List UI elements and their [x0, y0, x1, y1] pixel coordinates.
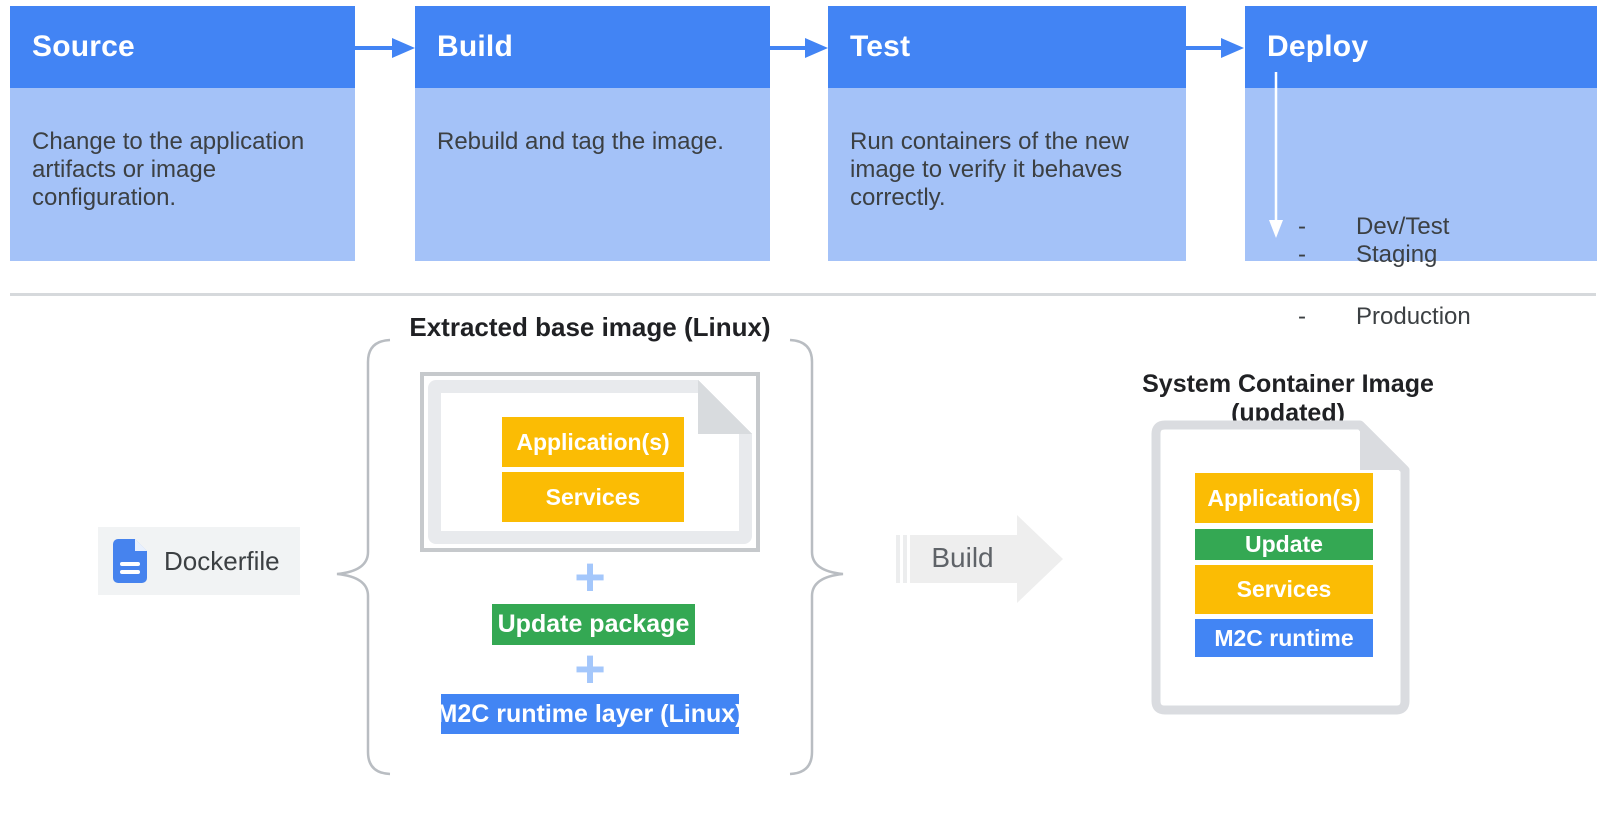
stage-deploy-body: - Dev/Test - Staging ... - Production: [1245, 88, 1597, 330]
result-layer-applications: Application(s): [1195, 473, 1373, 523]
stage-deploy-title: Deploy: [1267, 30, 1369, 63]
stage-source-description: Change to the application artifacts or i…: [32, 128, 305, 211]
deploy-item: - Production: [1245, 303, 1597, 331]
build-big-right-arrow-icon: [896, 515, 1063, 603]
plus-icon: +: [574, 547, 606, 607]
deploy-environment-list: - Dev/Test - Staging ... - Production: [1245, 213, 1597, 331]
dockerfile-document-icon: [113, 539, 147, 583]
plus-icon: +: [574, 639, 606, 699]
update-package-box: Update package: [492, 604, 695, 645]
dockerfile-chip: Dockerfile: [98, 527, 300, 595]
stage-test-header: Test: [828, 6, 1186, 88]
left-brace: [336, 338, 391, 776]
right-brace: [789, 338, 844, 776]
layer-services: Services: [502, 472, 684, 522]
stage-build-header: Build: [415, 6, 770, 88]
result-layer-m2c-runtime: M2C runtime: [1195, 619, 1373, 657]
stage-build-body: Rebuild and tag the image.: [415, 88, 770, 261]
stage-test-body: Run containers of the new image to verif…: [828, 88, 1186, 261]
deploy-item-bullet: -: [1298, 213, 1306, 240]
stage-deploy-box: Deploy - Dev/Test - Staging ... - Produc…: [1245, 6, 1597, 330]
deploy-item: ...: [1245, 275, 1597, 303]
stage-source-body: Change to the application artifacts or i…: [10, 88, 355, 261]
stage-source-box: Source Change to the application artifac…: [10, 6, 355, 261]
flow-right-arrow-icon: [355, 38, 415, 58]
dockerfile-label: Dockerfile: [164, 545, 280, 576]
deploy-item: - Dev/Test: [1245, 213, 1597, 241]
deploy-item-label: Dev/Test: [1356, 213, 1450, 240]
deploy-item: - Staging: [1245, 241, 1597, 269]
stage-test-box: Test Run containers of the new image to …: [828, 6, 1186, 261]
folded-corner-icon: [698, 380, 752, 434]
folded-corner-icon: [1360, 425, 1405, 470]
deploy-item-bullet: -: [1298, 241, 1306, 268]
stage-source-header: Source: [10, 6, 355, 88]
stage-build-description: Rebuild and tag the image.: [437, 128, 724, 155]
stage-test-title: Test: [850, 30, 911, 63]
deploy-down-arrow-icon: [1269, 72, 1283, 238]
deploy-item-bullet: -: [1298, 303, 1306, 330]
stage-build-title: Build: [437, 30, 513, 63]
flow-right-arrow-icon: [1184, 38, 1244, 58]
deploy-item-label: Production: [1356, 303, 1471, 330]
stage-deploy-header: Deploy: [1245, 6, 1597, 88]
system-container-image-title: System Container Image (updated): [1142, 370, 1434, 427]
result-layer-update: Update: [1195, 529, 1373, 560]
flow-right-arrow-icon: [768, 38, 828, 58]
build-arrow-label: Build: [931, 542, 994, 573]
stage-source-title: Source: [32, 30, 135, 63]
stage-build-box: Build Rebuild and tag the image.: [415, 6, 770, 261]
section-divider: [10, 293, 1596, 296]
deploy-item-label: ...: [1325, 275, 1346, 302]
layer-applications: Application(s): [502, 417, 684, 467]
stage-test-description: Run containers of the new image to verif…: [850, 128, 1129, 211]
deploy-item-label: Staging: [1356, 241, 1438, 268]
extracted-base-image-title: Extracted base image (Linux): [409, 312, 771, 342]
runtime-layer-box: M2C runtime layer (Linux): [437, 694, 744, 734]
result-layer-services: Services: [1195, 565, 1373, 614]
